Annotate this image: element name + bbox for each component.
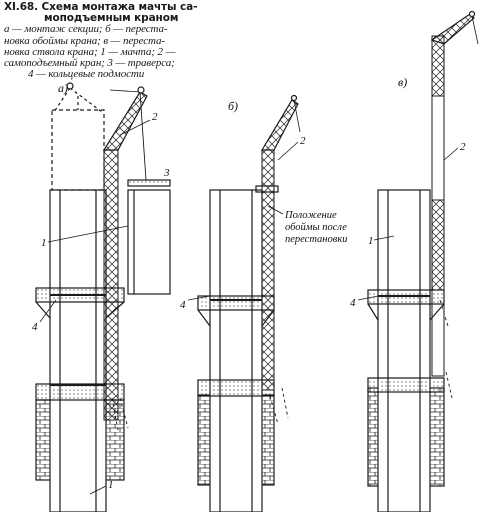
panel-b-assembly <box>187 94 301 512</box>
label-a-mast-1: 1 <box>41 237 47 249</box>
label-a-mast-1-bottom: 1 <box>108 479 114 491</box>
caption-legend-line5: 4 — кольцевые подмости <box>28 68 145 81</box>
caption-title-line2: моподъемным краном <box>44 12 179 25</box>
panel-a-assembly <box>35 82 171 512</box>
panel-a-ring-scaffold-top <box>35 287 125 303</box>
panel-c-crane-jib <box>430 13 475 45</box>
figure-caption: XI.68. Схема монтажа мачты са- моподъемн… <box>4 1 254 81</box>
panel-c-mast-shaft <box>377 189 431 512</box>
panel-a-traverse <box>127 179 171 187</box>
label-c-mast-1: 1 <box>368 235 374 247</box>
panel-label-c: в) <box>398 75 407 89</box>
panel-b-crane-jib <box>260 99 299 151</box>
panel-c-ring-scaffold-top <box>367 289 445 305</box>
label-a-scaffold-4: 4 <box>32 321 38 333</box>
panel-a-hanging-section <box>127 189 171 295</box>
panel-a-crane-jib <box>102 91 148 151</box>
panel-label-a: а) <box>58 81 68 95</box>
label-a-crane-2: 2 <box>152 111 158 123</box>
caption-title-line1: XI.68. Схема монтажа мачты са- <box>4 1 198 13</box>
panel-b-ring-scaffold-lower <box>197 379 275 397</box>
panel-c-ring-scaffold-lower <box>367 377 445 393</box>
label-c-scaffold-4: 4 <box>350 297 356 309</box>
panel-a-mast-shaft <box>49 189 107 512</box>
panel-c-assembly <box>357 10 479 512</box>
label-b-scaffold-4: 4 <box>180 299 186 311</box>
annotation-line2: обоймы после <box>285 222 347 233</box>
panel-a-ring-scaffold-lower <box>35 383 125 401</box>
caption-legend-line3: новка ствола крана; 1 — мачта; 2 — <box>4 45 176 58</box>
panel-label-b: б) <box>228 99 238 113</box>
panel-a-crane-column <box>103 149 119 421</box>
annotation-line1: Положение <box>284 210 337 221</box>
panel-b-mast-shaft <box>209 189 263 512</box>
panel-a-new-section-outline <box>51 109 105 191</box>
caption-legend-line2: новка обоймы крана; в — переста- <box>4 34 165 47</box>
annotation-line3: перестановки <box>285 234 347 245</box>
label-c-crane-2: 2 <box>460 141 466 153</box>
caption-legend-line4: самоподъемный кран; 3 — траверса; <box>4 57 175 70</box>
label-b-crane-2: 2 <box>300 135 306 147</box>
caption-legend-line1: а — монтаж секции; б — переста- <box>4 23 168 36</box>
label-a-traverse-3: 3 <box>163 167 170 179</box>
panel-b-ring-scaffold-top <box>197 295 275 311</box>
